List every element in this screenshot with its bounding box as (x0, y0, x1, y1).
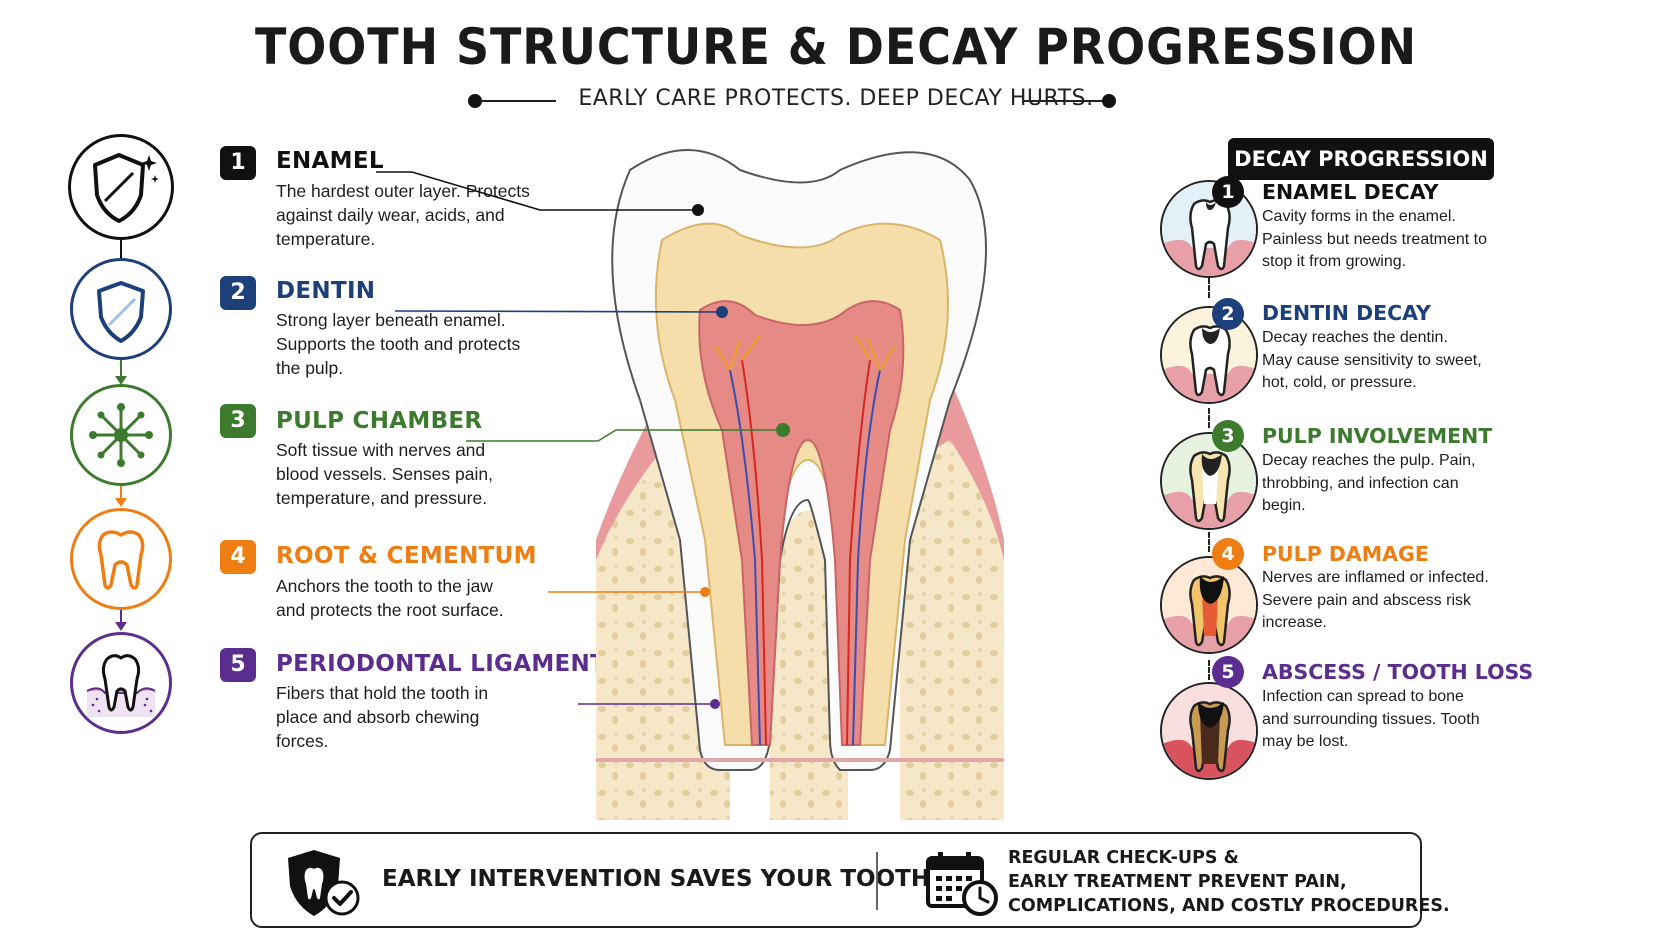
stage-desc-dentin-decay: Decay reaches the dentin. May cause sens… (1262, 329, 1482, 391)
tooth-diagram (596, 149, 1004, 820)
tooth-gum-icon (70, 632, 172, 734)
banner-advice: REGULAR CHECK-UPS & EARLY TREATMENT PREV… (1008, 846, 1450, 918)
stage-name-dentin-decay: DENTIN DECAY (1262, 301, 1431, 325)
nerve-icon (70, 384, 172, 486)
banner-advice-line: EARLY TREATMENT PREVENT PAIN, (1008, 872, 1347, 892)
dash-arrow (1208, 408, 1210, 428)
connector-arrow (115, 622, 127, 631)
layer-desc-dentin: Strong layer beneath enamel. Supports th… (276, 310, 521, 378)
tooth-root-icon (70, 508, 172, 610)
stage-badge: 5 (1212, 656, 1244, 688)
subtitle-line-left (480, 100, 556, 102)
connector-line (120, 356, 122, 378)
subtitle-dot-left (468, 94, 482, 108)
stage-pulp-damage-icon (1160, 556, 1258, 654)
shield-sparkle-icon (68, 134, 174, 240)
subtitle-row: EARLY CARE PROTECTS. DEEP DECAY HURTS. (0, 86, 1672, 116)
shield-icon (70, 258, 172, 360)
stage-enamel-decay-icon (1160, 180, 1258, 278)
stage-badge: 3 (1212, 420, 1244, 452)
layer-badge: 4 (220, 540, 256, 574)
banner-divider (876, 852, 878, 910)
dash-arrow (1208, 532, 1210, 552)
stage-name-pulp-involvement: PULP INVOLVEMENT (1262, 424, 1493, 448)
dash-arrow (1208, 278, 1210, 298)
stage-desc-pulp-involvement: Decay reaches the pulp. Pain, throbbing,… (1262, 452, 1476, 514)
stage-badge: 4 (1212, 538, 1244, 570)
layer-name-root: ROOT & CEMENTUM (276, 543, 537, 569)
connector-arrow (115, 376, 127, 385)
layer-name-ligament: PERIODONTAL LIGAMENT (276, 651, 607, 677)
connector-line (120, 608, 122, 624)
banner-advice-line: COMPLICATIONS, AND COSTLY PROCEDURES. (1008, 896, 1450, 916)
banner-advice-line: REGULAR CHECK-UPS & (1008, 848, 1239, 868)
layer-desc-root: Anchors the tooth to the jaw and protect… (276, 576, 504, 620)
stage-desc-abscess: Infection can spread to bone and surroun… (1262, 688, 1480, 750)
dash-arrow (1208, 660, 1210, 680)
layer-desc-enamel: The hardest outer layer. Protects agains… (276, 181, 530, 249)
calendar-clock-icon (924, 848, 1000, 923)
page-subtitle: EARLY CARE PROTECTS. DEEP DECAY HURTS. (578, 86, 1094, 111)
shield-tooth-check-icon (284, 846, 362, 925)
stage-badge: 2 (1212, 298, 1244, 330)
layer-desc-ligament: Fibers that hold the tooth in place and … (276, 683, 489, 751)
stage-badge: 1 (1212, 176, 1244, 208)
layer-badge: 5 (220, 648, 256, 682)
layer-desc-pulp: Soft tissue with nerves and blood vessel… (276, 440, 493, 508)
stage-name-pulp-damage: PULP DAMAGE (1262, 542, 1429, 566)
stage-pulp-involvement-icon (1160, 432, 1258, 530)
layer-name-enamel: ENAMEL (276, 148, 384, 174)
layer-badge: 3 (220, 404, 256, 438)
connector-line (120, 236, 122, 258)
connector-arrow (115, 498, 127, 507)
stage-desc-enamel-decay: Cavity forms in the enamel. Painless but… (1262, 208, 1488, 270)
stage-abscess-icon (1160, 682, 1258, 780)
layer-name-dentin: DENTIN (276, 278, 376, 304)
layer-badge: 1 (220, 146, 256, 180)
stage-desc-pulp-damage: Nerves are inflamed or infected. Severe … (1262, 569, 1489, 631)
connector-line (120, 484, 122, 500)
bottom-banner: EARLY INTERVENTION SAVES YOUR TOOTH. REG… (250, 832, 1450, 928)
subtitle-dot-right (1102, 94, 1116, 108)
stage-name-abscess: ABSCESS / TOOTH LOSS (1262, 660, 1534, 684)
banner-message: EARLY INTERVENTION SAVES YOUR TOOTH. (382, 866, 939, 892)
stage-dentin-decay-icon (1160, 306, 1258, 404)
layer-badge: 2 (220, 276, 256, 310)
stage-name-enamel-decay: ENAMEL DECAY (1262, 180, 1439, 204)
page-title: TOOTH STRUCTURE & DECAY PROGRESSION (254, 18, 1418, 76)
layer-name-pulp: PULP CHAMBER (276, 408, 483, 434)
subtitle-line-right (1022, 100, 1106, 102)
bone-right (900, 440, 1004, 820)
decay-header: DECAY PROGRESSION (1228, 138, 1494, 180)
